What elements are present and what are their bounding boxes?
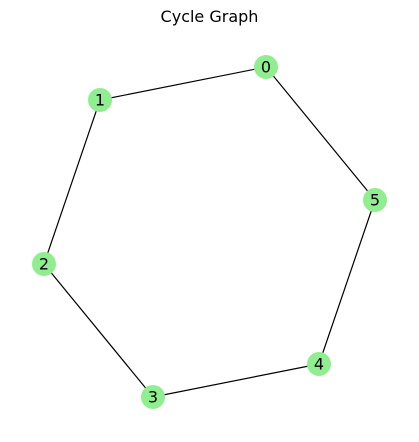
edge-5-0: [265, 66, 376, 201]
node-label-2: 2: [39, 255, 49, 274]
node-4: 4: [307, 352, 331, 376]
node-circle-5: [363, 188, 387, 212]
edge-0-1: [99, 66, 267, 101]
edge-4-5: [318, 199, 376, 365]
node-circle-2: [32, 252, 56, 276]
node-label-4: 4: [314, 355, 324, 374]
node-2: 2: [32, 252, 56, 276]
node-label-1: 1: [95, 91, 105, 110]
node-circle-0: [254, 55, 278, 79]
node-label-0: 0: [261, 58, 271, 77]
node-label-3: 3: [148, 388, 158, 407]
node-circle-4: [307, 352, 331, 376]
node-5: 5: [363, 188, 387, 212]
node-circle-3: [141, 385, 165, 409]
node-circle-1: [88, 88, 112, 112]
edge-2-3: [43, 263, 154, 398]
nodes-layer: 0 1 2 3 4 5: [32, 55, 387, 409]
node-label-5: 5: [370, 191, 380, 210]
edges-layer: [43, 66, 376, 398]
edge-3-4: [152, 363, 320, 398]
diagram-title: Cycle Graph: [160, 7, 259, 26]
edge-1-2: [43, 99, 101, 265]
node-1: 1: [88, 88, 112, 112]
node-3: 3: [141, 385, 165, 409]
node-0: 0: [254, 55, 278, 79]
